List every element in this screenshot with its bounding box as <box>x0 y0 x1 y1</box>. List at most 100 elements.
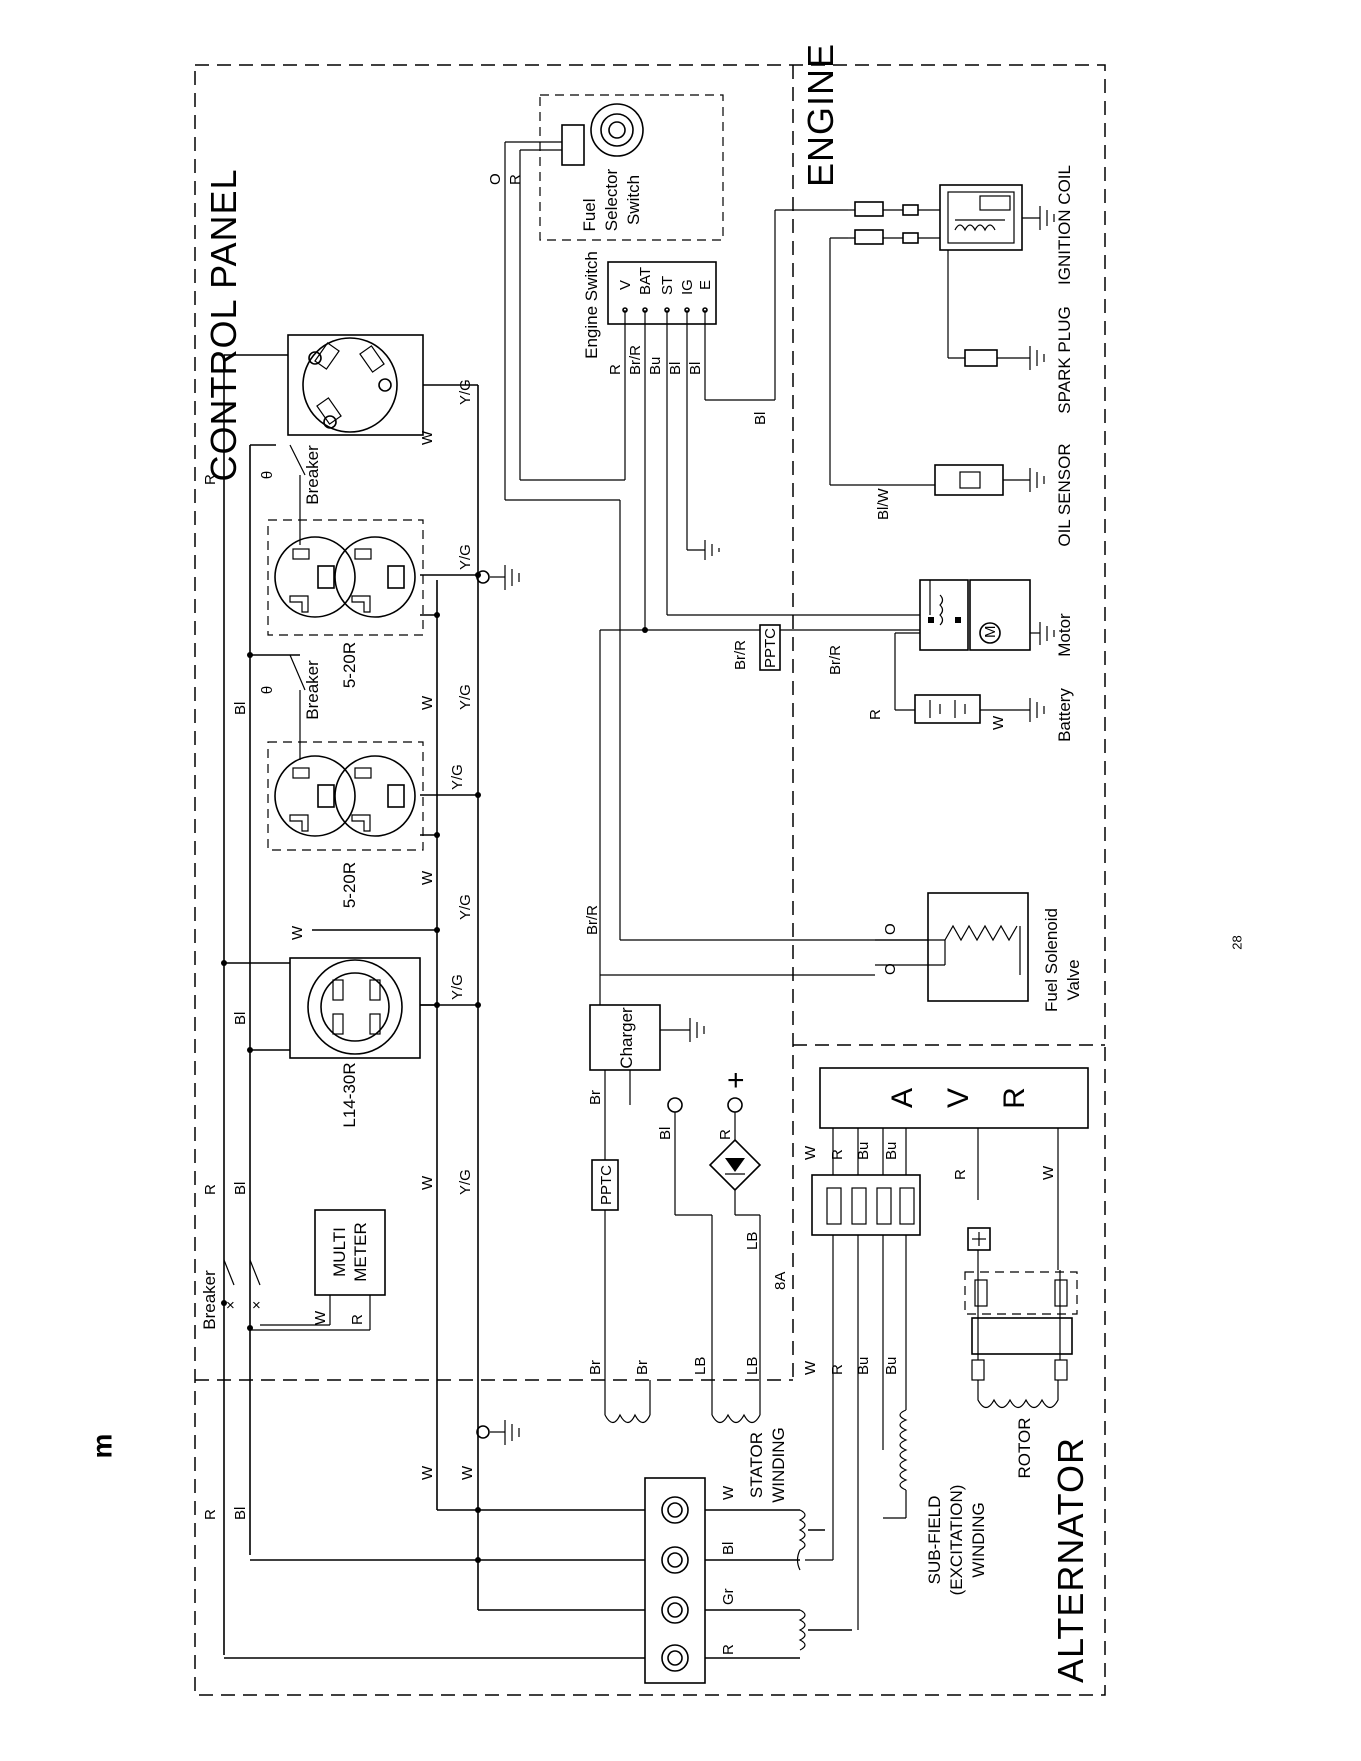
svg-text:R: R <box>202 474 219 485</box>
svg-text:Bl: Bl <box>752 412 769 425</box>
svg-text:Bu: Bu <box>883 1142 900 1160</box>
breaker-label-3: Breaker <box>200 1270 219 1330</box>
outer-frame <box>194 64 1106 1696</box>
svg-text:BAT: BAT <box>637 267 654 295</box>
svg-text:W: W <box>419 430 436 445</box>
svg-text:Bl: Bl <box>720 1542 737 1555</box>
svg-text:θ: θ <box>259 686 276 694</box>
svg-text:Bu: Bu <box>855 1142 872 1160</box>
fuel-solenoid <box>875 892 1029 1002</box>
section-label-engine: ENGINE <box>800 43 841 187</box>
breaker-label-1: Breaker <box>303 445 322 505</box>
svg-text:Br/R: Br/R <box>627 345 644 375</box>
svg-text:Br/R: Br/R <box>732 640 749 670</box>
pptc-label-1: PPTC <box>598 1165 615 1205</box>
svg-text:Br: Br <box>634 1360 651 1375</box>
subfield-label-1: SUB-FIELD <box>925 1496 944 1585</box>
engine-switch-label: Engine Switch <box>582 251 601 359</box>
svg-text:Bu: Bu <box>647 357 664 375</box>
svg-text:R: R <box>867 709 884 720</box>
svg-text:W: W <box>990 715 1007 730</box>
plus-sign: + <box>727 1064 745 1097</box>
svg-text:R: R <box>720 1644 737 1655</box>
ground-symbols <box>476 565 520 1445</box>
svg-text:R: R <box>349 1314 366 1325</box>
svg-text:W: W <box>289 925 306 940</box>
breaker-top: θ <box>259 444 306 545</box>
svg-text:M: M <box>982 626 999 639</box>
svg-text:R: R <box>202 1509 219 1520</box>
fuse-8a-label: 8A <box>772 1272 789 1290</box>
fuel-solenoid-label-1: Fuel Solenoid <box>1042 908 1061 1012</box>
svg-text:Y/G: Y/G <box>449 764 466 790</box>
svg-text:R: R <box>829 1364 846 1375</box>
svg-text:Br/R: Br/R <box>827 645 844 675</box>
svg-text:W: W <box>720 1485 737 1500</box>
svg-text:W: W <box>312 1310 329 1325</box>
svg-text:Bl: Bl <box>232 1012 249 1025</box>
svg-text:Y/G: Y/G <box>457 894 474 920</box>
oil-sensor-label: OIL SENSOR <box>1055 443 1074 546</box>
fuel-selector-label-3: Switch <box>624 175 643 225</box>
receptacle-label-5-20r-2: 5-20R <box>340 862 359 908</box>
ignition-coil-label: IGNITION COIL <box>1055 165 1074 285</box>
svg-text:R: R <box>717 1129 734 1140</box>
pptc-engine-box <box>759 624 781 671</box>
svg-text:Gr: Gr <box>720 1588 737 1605</box>
breaker-label-2: Breaker <box>303 660 322 720</box>
fuel-selector <box>504 94 724 500</box>
svg-text:×: × <box>252 1297 261 1314</box>
svg-text:Bl/W: Bl/W <box>875 487 892 520</box>
receptacle-5-20r-lower <box>267 741 424 851</box>
svg-text:W: W <box>802 1145 819 1160</box>
svg-text:O: O <box>882 963 899 975</box>
subfield-winding <box>883 1409 908 1519</box>
svg-text:Y/G: Y/G <box>457 684 474 710</box>
fuel-selector-label-2: Selector <box>602 168 621 231</box>
subfield-label-3: WINDING <box>969 1502 988 1578</box>
motor-label: Motor <box>1055 613 1074 657</box>
svg-text:W: W <box>459 1465 476 1480</box>
svg-text:ST: ST <box>659 276 676 295</box>
receptacle-5-20r-upper <box>267 519 424 636</box>
multimeter-box <box>314 1209 386 1296</box>
svg-text:O: O <box>487 173 504 185</box>
svg-text:Br: Br <box>587 1360 604 1375</box>
svg-text:Y/G: Y/G <box>449 974 466 1000</box>
stator-label-2: WINDING <box>769 1427 788 1503</box>
subfield-label-2: (EXCITATION) <box>947 1485 966 1596</box>
battery <box>895 694 1045 724</box>
charger-label: Charger <box>617 1007 636 1069</box>
avr-letter-v: V <box>942 1088 975 1108</box>
svg-text:LB: LB <box>692 1357 709 1375</box>
avr <box>805 1067 1089 1630</box>
svg-text:LB: LB <box>744 1232 761 1250</box>
rotor <box>964 1227 1078 1409</box>
ignition-coil <box>829 184 1055 485</box>
receptacle-top-locking <box>287 334 424 436</box>
pptc-label-2: PPTC <box>762 628 779 668</box>
breaker-mid: θ <box>259 654 306 760</box>
svg-text:R: R <box>829 1149 846 1160</box>
svg-text:Bl: Bl <box>657 1127 674 1140</box>
avr-letter-a: A <box>886 1088 919 1108</box>
svg-text:R: R <box>607 364 624 375</box>
receptacle-label-5-20r-1: 5-20R <box>340 642 359 688</box>
svg-text:W: W <box>802 1360 819 1375</box>
engine-switch <box>607 261 717 325</box>
svg-text:E: E <box>697 280 714 290</box>
svg-text:Bl: Bl <box>667 362 684 375</box>
multimeter-label-2: METER <box>351 1222 370 1282</box>
svg-text:R: R <box>952 1169 969 1180</box>
svg-text:W: W <box>419 1175 436 1190</box>
multimeter-label-1: MULTI <box>330 1227 349 1277</box>
svg-text:Br/R: Br/R <box>584 905 601 935</box>
svg-text:W: W <box>1040 1165 1057 1180</box>
svg-text:Y/G: Y/G <box>457 544 474 570</box>
svg-text:Y/G: Y/G <box>457 379 474 405</box>
svg-text:Bl: Bl <box>687 362 704 375</box>
svg-text:Bl: Bl <box>232 1507 249 1520</box>
receptacle-label-l14-30r: L14-30R <box>340 1062 359 1127</box>
stator-label-1: STATOR <box>747 1432 766 1498</box>
